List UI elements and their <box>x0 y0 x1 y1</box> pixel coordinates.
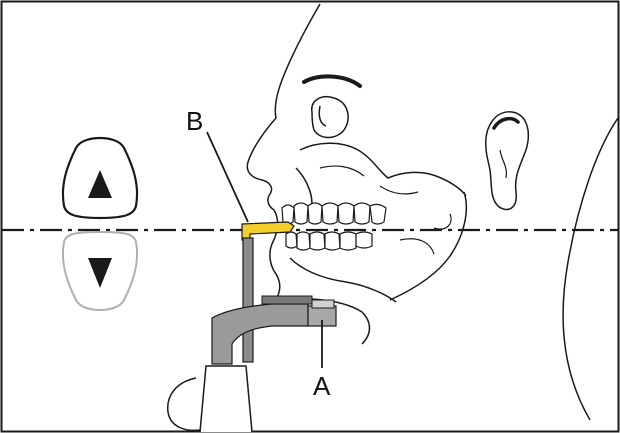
tooth <box>286 232 297 248</box>
tooth <box>370 204 386 224</box>
tooth <box>340 232 356 250</box>
chin-cup-pad <box>312 300 334 308</box>
chin-rest[interactable] <box>212 296 336 364</box>
tooth <box>310 232 325 250</box>
bite-block-rod <box>243 238 253 362</box>
neck-outline <box>563 118 618 420</box>
nasal-edge <box>296 168 312 204</box>
eye-socket <box>312 97 348 138</box>
chin-rest-arm <box>212 304 308 364</box>
ear <box>486 112 529 210</box>
tooth <box>308 203 322 224</box>
ear-helix <box>494 119 518 128</box>
tooth <box>356 232 372 248</box>
ramus <box>390 192 466 300</box>
move-up-button[interactable] <box>63 138 137 218</box>
chin-rest-top-edge <box>262 296 312 304</box>
lower-teeth <box>286 232 372 250</box>
label-b: B <box>186 106 203 136</box>
move-down-button[interactable] <box>63 232 137 310</box>
tooth <box>325 232 340 250</box>
tooth <box>322 203 338 224</box>
tooth <box>297 232 310 250</box>
label-a: A <box>313 371 331 401</box>
tooth <box>338 203 354 224</box>
tooth <box>294 203 308 224</box>
zygomatic-line <box>320 166 364 176</box>
face-profile <box>247 4 320 300</box>
eyebrow <box>304 76 360 86</box>
eye-inner <box>319 106 326 126</box>
mandible-notch <box>400 239 434 254</box>
leader-line-b <box>207 132 248 222</box>
coronoid <box>434 214 451 229</box>
base-column <box>200 366 252 432</box>
base-knob <box>168 378 200 430</box>
ear-inner <box>500 150 506 178</box>
zygomatic-arch <box>380 186 418 194</box>
tooth <box>282 205 294 224</box>
tooth <box>354 203 370 224</box>
mandible-lower <box>290 258 396 302</box>
upper-teeth <box>282 203 386 224</box>
